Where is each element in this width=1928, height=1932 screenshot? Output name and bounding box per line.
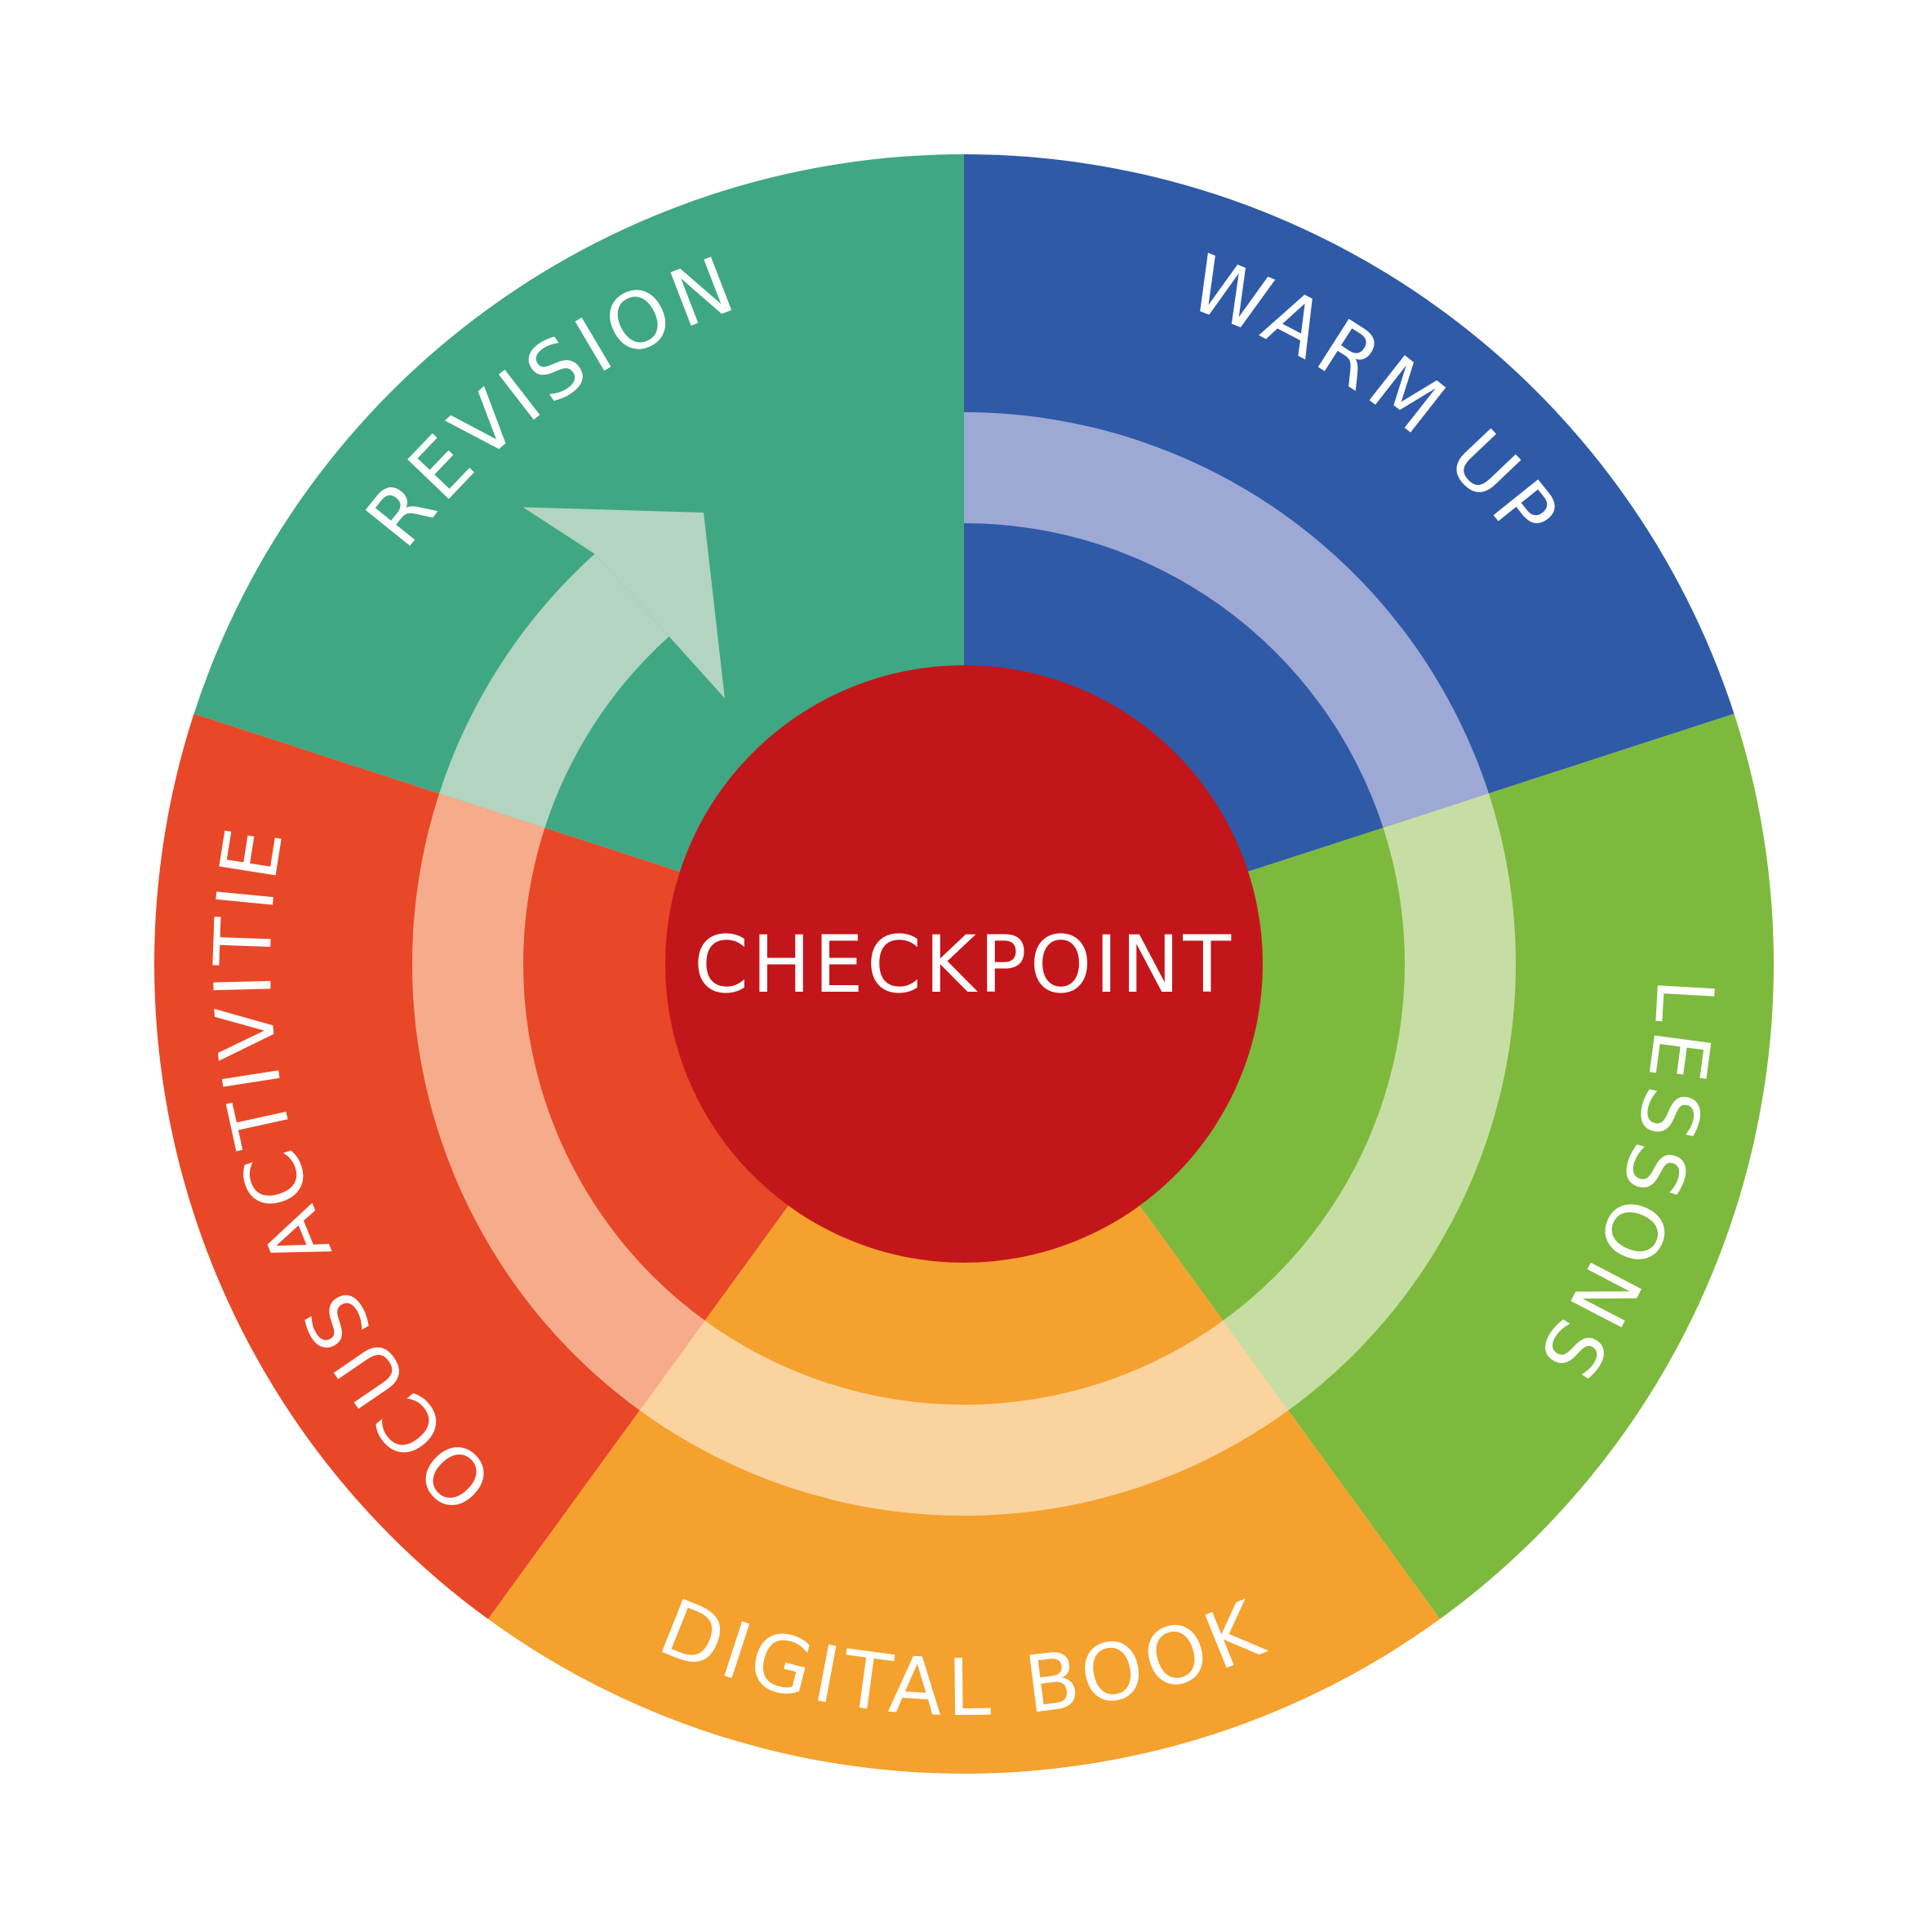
- ring-band-warm-up: [964, 412, 1489, 828]
- progress-ring: [412, 412, 1516, 1517]
- ring-band-lessons: [1223, 793, 1516, 1410]
- ring-band-digital-book: [639, 1320, 1289, 1517]
- ring-band-focus-activities: [412, 793, 705, 1410]
- segment-digital-book: [487, 964, 1441, 1774]
- checkpoint-circle: [665, 665, 1263, 1263]
- arrow-head-icon: [522, 507, 725, 699]
- ring-band-revision: [439, 553, 669, 828]
- checkpoint-label: CHECKPOINT: [694, 919, 1234, 1010]
